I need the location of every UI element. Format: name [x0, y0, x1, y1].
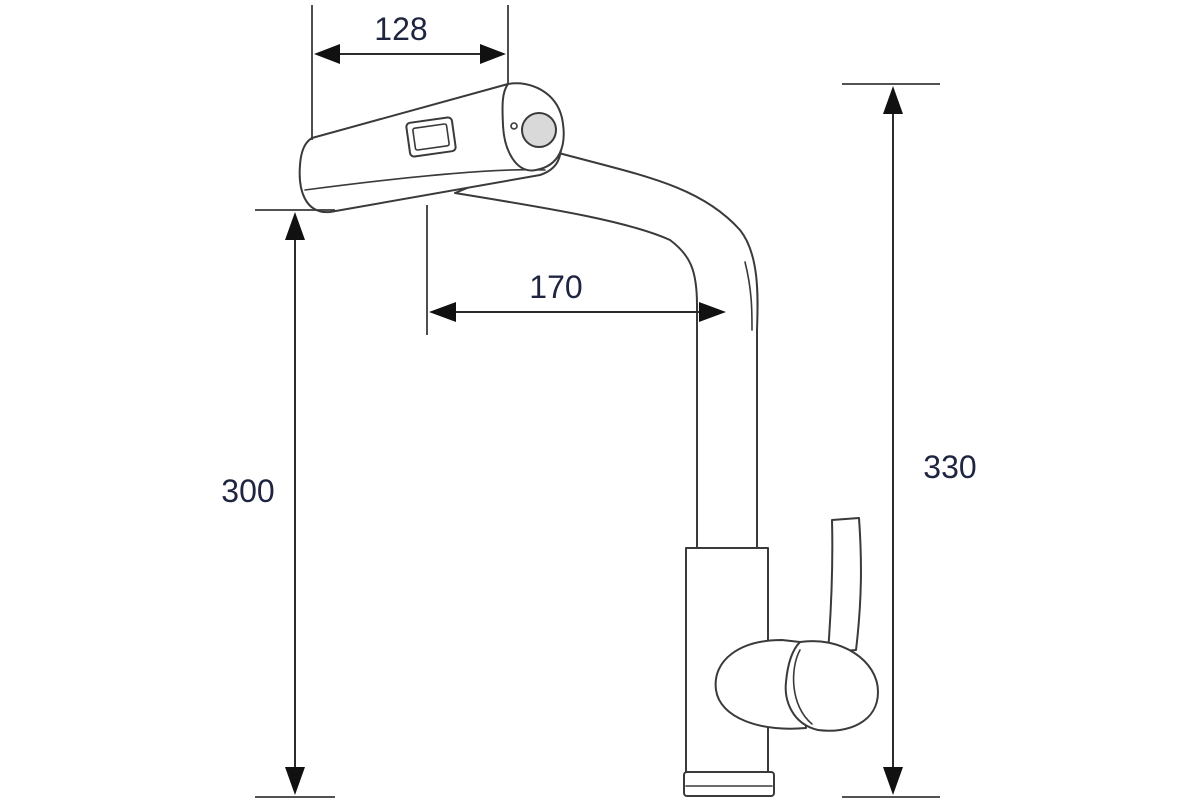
arrowhead-bottom-icon [285, 767, 305, 795]
dimension-spout-reach: 170 [426, 205, 726, 335]
spray-button-icon [521, 112, 557, 148]
dimension-label-total-height: 330 [923, 449, 976, 485]
spout-arm [454, 151, 759, 553]
handle-lever [827, 517, 862, 653]
arrowhead-top-icon [883, 86, 903, 114]
arrowhead-top-icon [285, 212, 305, 240]
handle-hub [714, 639, 807, 730]
dimension-label-spout-width: 128 [374, 11, 427, 47]
dimension-label-spout-height: 300 [221, 473, 274, 509]
dimension-label-spout-reach: 170 [529, 269, 582, 305]
spray-head-display-inner [412, 123, 450, 151]
handle-cap-inner [792, 649, 813, 725]
faucet [298, 82, 879, 797]
spout-arm-highlight [744, 261, 753, 331]
arrowhead-left-icon [429, 302, 456, 322]
handle-cap [784, 640, 879, 732]
arrowhead-right-icon [699, 302, 726, 322]
arrowhead-bottom-icon [883, 767, 903, 795]
dimension-spout-width: 128 [311, 5, 509, 140]
dimension-total-height: 330 [842, 83, 977, 798]
faucet-base [683, 771, 775, 797]
arrowhead-left-icon [314, 44, 340, 64]
dimension-spout-height: 300 [221, 209, 335, 798]
arrowhead-right-icon [480, 44, 506, 64]
indicator-light-icon [510, 122, 518, 130]
